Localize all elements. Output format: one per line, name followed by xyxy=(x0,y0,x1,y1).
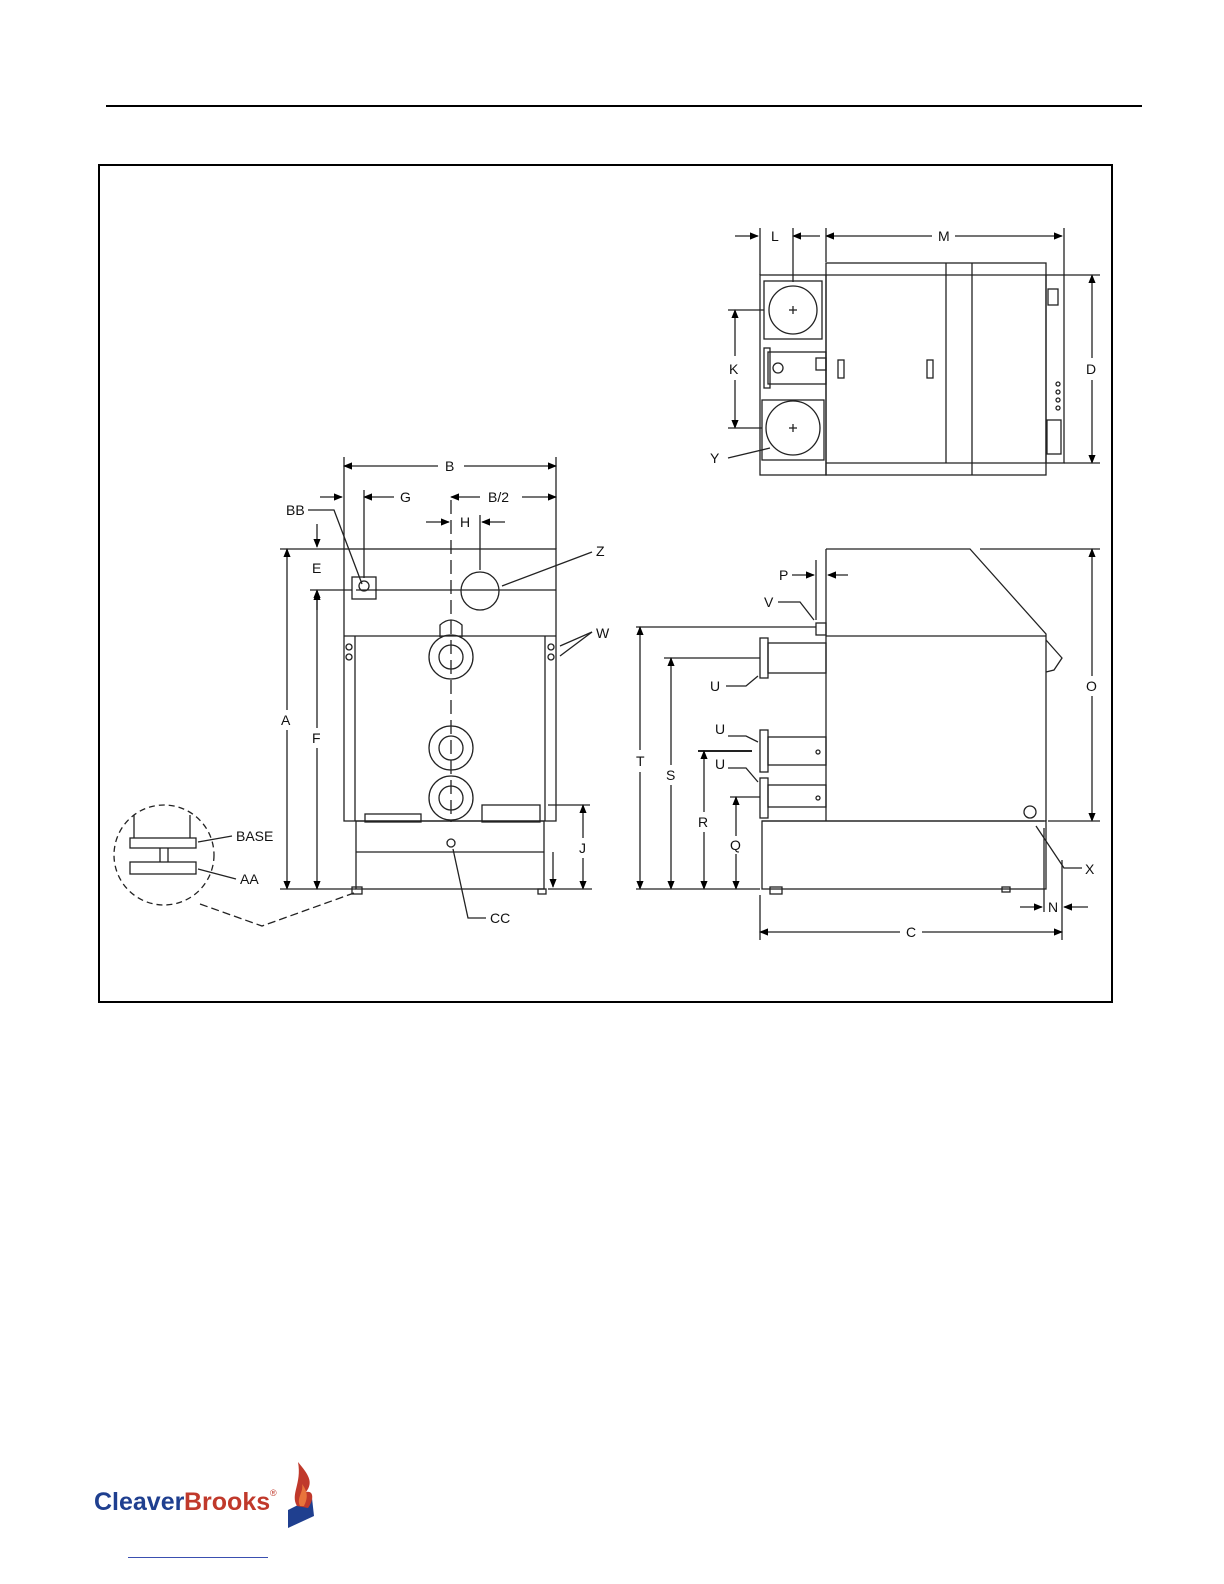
dim-label-a: A xyxy=(281,712,291,728)
dim-label-m: M xyxy=(938,228,950,244)
callout-v: V xyxy=(764,594,774,610)
callout-z: Z xyxy=(596,543,605,559)
callout-u-lower: U xyxy=(715,756,725,772)
dim-label-b: B xyxy=(445,458,454,474)
dim-label-j: J xyxy=(579,840,586,856)
dim-label-t: T xyxy=(636,753,645,769)
detail-bubble xyxy=(114,805,354,926)
callout-base: BASE xyxy=(236,828,273,844)
dim-label-l: L xyxy=(771,228,779,244)
callout-w: W xyxy=(596,625,610,641)
dim-label-c: C xyxy=(906,924,916,940)
flame-icon xyxy=(288,1462,314,1528)
callout-u-middle: U xyxy=(715,721,725,737)
dim-label-h: H xyxy=(460,514,470,530)
dim-label-s: S xyxy=(666,767,675,783)
callout-x: X xyxy=(1085,861,1095,877)
dim-label-n: N xyxy=(1048,899,1058,915)
side-view xyxy=(636,549,1100,940)
callout-aa: AA xyxy=(240,871,259,887)
dim-label-o: O xyxy=(1086,678,1097,694)
logo-registered-mark: ® xyxy=(270,1488,277,1498)
dimension-drawing: L M K D Y B G B/2 BB H Z E W A F J CC BA… xyxy=(0,0,1224,1100)
logo-underline xyxy=(128,1557,268,1558)
front-view xyxy=(280,457,592,918)
cleaver-brooks-logo: Cleaver Brooks ® xyxy=(92,1460,324,1534)
callout-u-upper: U xyxy=(710,678,720,694)
callout-bb: BB xyxy=(286,502,305,518)
dim-label-g: G xyxy=(400,489,411,505)
callout-cc: CC xyxy=(490,910,510,926)
logo-word-cleaver: Cleaver xyxy=(94,1488,185,1516)
dim-label-r: R xyxy=(698,814,708,830)
dim-label-q: Q xyxy=(730,837,741,853)
top-view xyxy=(728,228,1100,475)
dim-label-f: F xyxy=(312,730,321,746)
dim-label-d: D xyxy=(1086,361,1096,377)
dim-label-e: E xyxy=(312,560,321,576)
callout-y: Y xyxy=(710,450,720,466)
logo-word-brooks: Brooks xyxy=(184,1488,270,1516)
dim-label-k: K xyxy=(729,361,739,377)
dim-label-b-half: B/2 xyxy=(488,489,509,505)
dim-label-p: P xyxy=(779,567,788,583)
